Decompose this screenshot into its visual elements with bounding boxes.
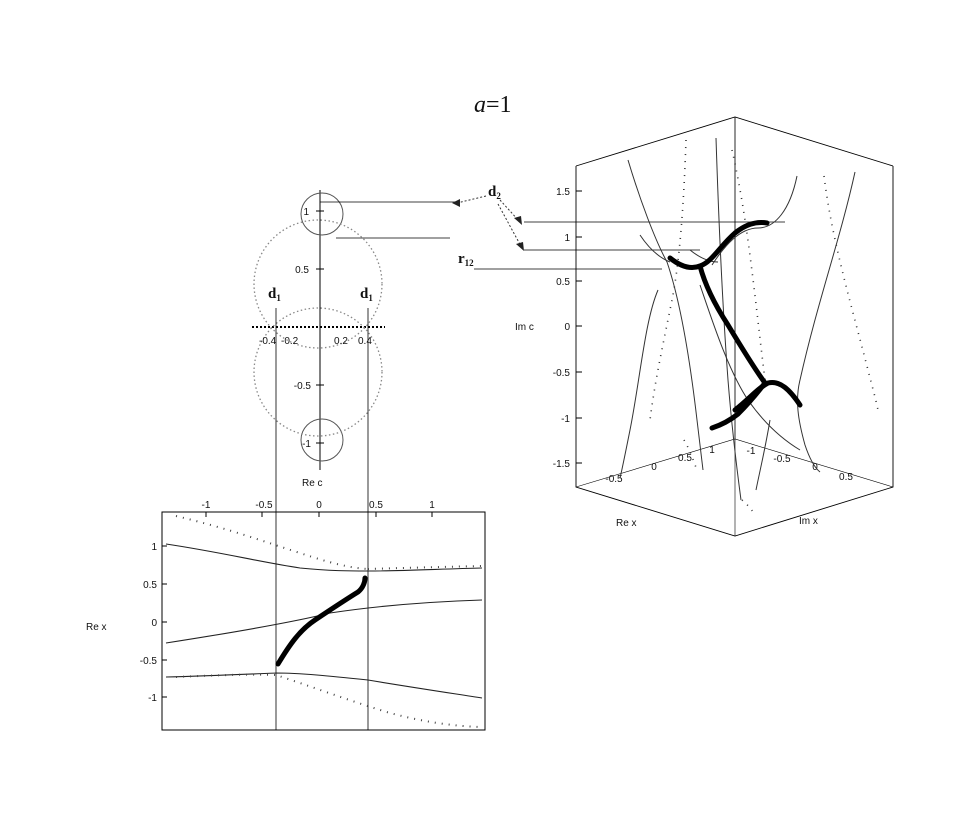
label-r12: r12 [458,251,474,268]
imx3d-tick-0.5: 0.5 [839,472,853,483]
rex-tick-0: 0 [151,618,157,629]
rex3d-tick-1: 1 [709,445,715,456]
rec-tick-neg0.2: -0.2 [281,336,299,347]
rec-tick-neg0.4: -0.4 [259,336,277,347]
3d-dotted-curves [649,139,879,516]
rec-tick-0.4: 0.4 [358,336,372,347]
imc3d-axis-label: Im c [515,322,534,333]
imc-tick-neg0.5: -0.5 [294,381,312,392]
rex-axis-label: Re x [86,622,107,633]
title-value: =1 [486,92,512,118]
imx3d-tick-neg0.5: -0.5 [773,454,791,465]
rec-tick-0.2: 0.2 [334,336,348,347]
label-d1-right: d1 [360,286,373,303]
imc3d-tick-neg1.5: -1.5 [553,459,571,470]
3d-box [575,116,894,537]
rex-plot-frame [161,511,486,731]
d2-arrows [456,195,523,249]
imx3d-axis-label: Im x [799,516,818,527]
imc-tick-0.5: 0.5 [295,265,309,276]
figure-title: a=1 [474,92,512,118]
imx3d-tick-neg1: -1 [747,446,756,457]
dotted-circle-upper [253,219,383,349]
rec-tick-1-b: 1 [429,500,435,511]
thick-branch [275,575,368,667]
thick-curve-upper [667,220,770,271]
imc3d-tick-1: 1 [564,233,570,244]
thick-curve-lower-right [732,379,803,413]
small-circle-bottom [300,418,344,462]
dotted-branch-upper [175,515,369,570]
imc-tick-neg1: -1 [302,439,311,450]
label-d2: d2 [488,184,501,201]
dotted-circle-lower [253,307,383,437]
rec-axis-label: Re c [302,478,323,489]
rex3d-tick-0.5: 0.5 [678,453,692,464]
imc3d-tick-neg1: -1 [561,414,570,425]
rex-plot: -1 -0.5 0 0.5 1 1 0.5 0 -0.5 -1 Re x [86,500,486,731]
label-d1-left: d1 [268,286,281,303]
rec-tick-neg0.5-b: -0.5 [255,500,273,511]
rex-tick-1: 1 [151,542,157,553]
imc3d-tick-neg0.5: -0.5 [553,368,571,379]
rex-tick-0.5: 0.5 [143,580,157,591]
3d-plot: 1.5 1 0.5 0 -0.5 -1 -1.5 Im c -0.5 0 0.5… [515,116,894,537]
imc-tick-1: 1 [303,207,309,218]
rex3d-tick-0: 0 [651,462,657,473]
branch-lower [165,672,483,699]
rec-tick-neg1: -1 [202,500,211,511]
rec-tick-0.5-b: 0.5 [369,500,383,511]
imc3d-tick-1.5: 1.5 [556,187,570,198]
rex3d-tick-neg0.5: -0.5 [605,474,623,485]
imc3d-tick-0.5: 0.5 [556,277,570,288]
c-plane-plot: 1 0.5 -0.5 -1 -0.4 -0.2 0.2 0.4 Re c d1 … [252,190,385,489]
thick-curve-lower-left [709,380,768,431]
rex-tick-neg0.5: -0.5 [140,656,158,667]
rex-tick-neg1: -1 [148,693,157,704]
branch-upper [165,543,483,572]
3d-thin-curves [619,137,856,501]
d2-arrowheads [452,199,524,251]
rec-tick-0-b: 0 [316,500,322,511]
branch-middle [165,599,483,644]
title-variable: a [474,92,486,118]
rex3d-axis-label: Re x [616,518,637,529]
thick-curve-middle [697,263,768,386]
dotted-branch-lower [175,673,481,728]
imc3d-tick-0: 0 [564,322,570,333]
small-circle-top [300,192,344,236]
